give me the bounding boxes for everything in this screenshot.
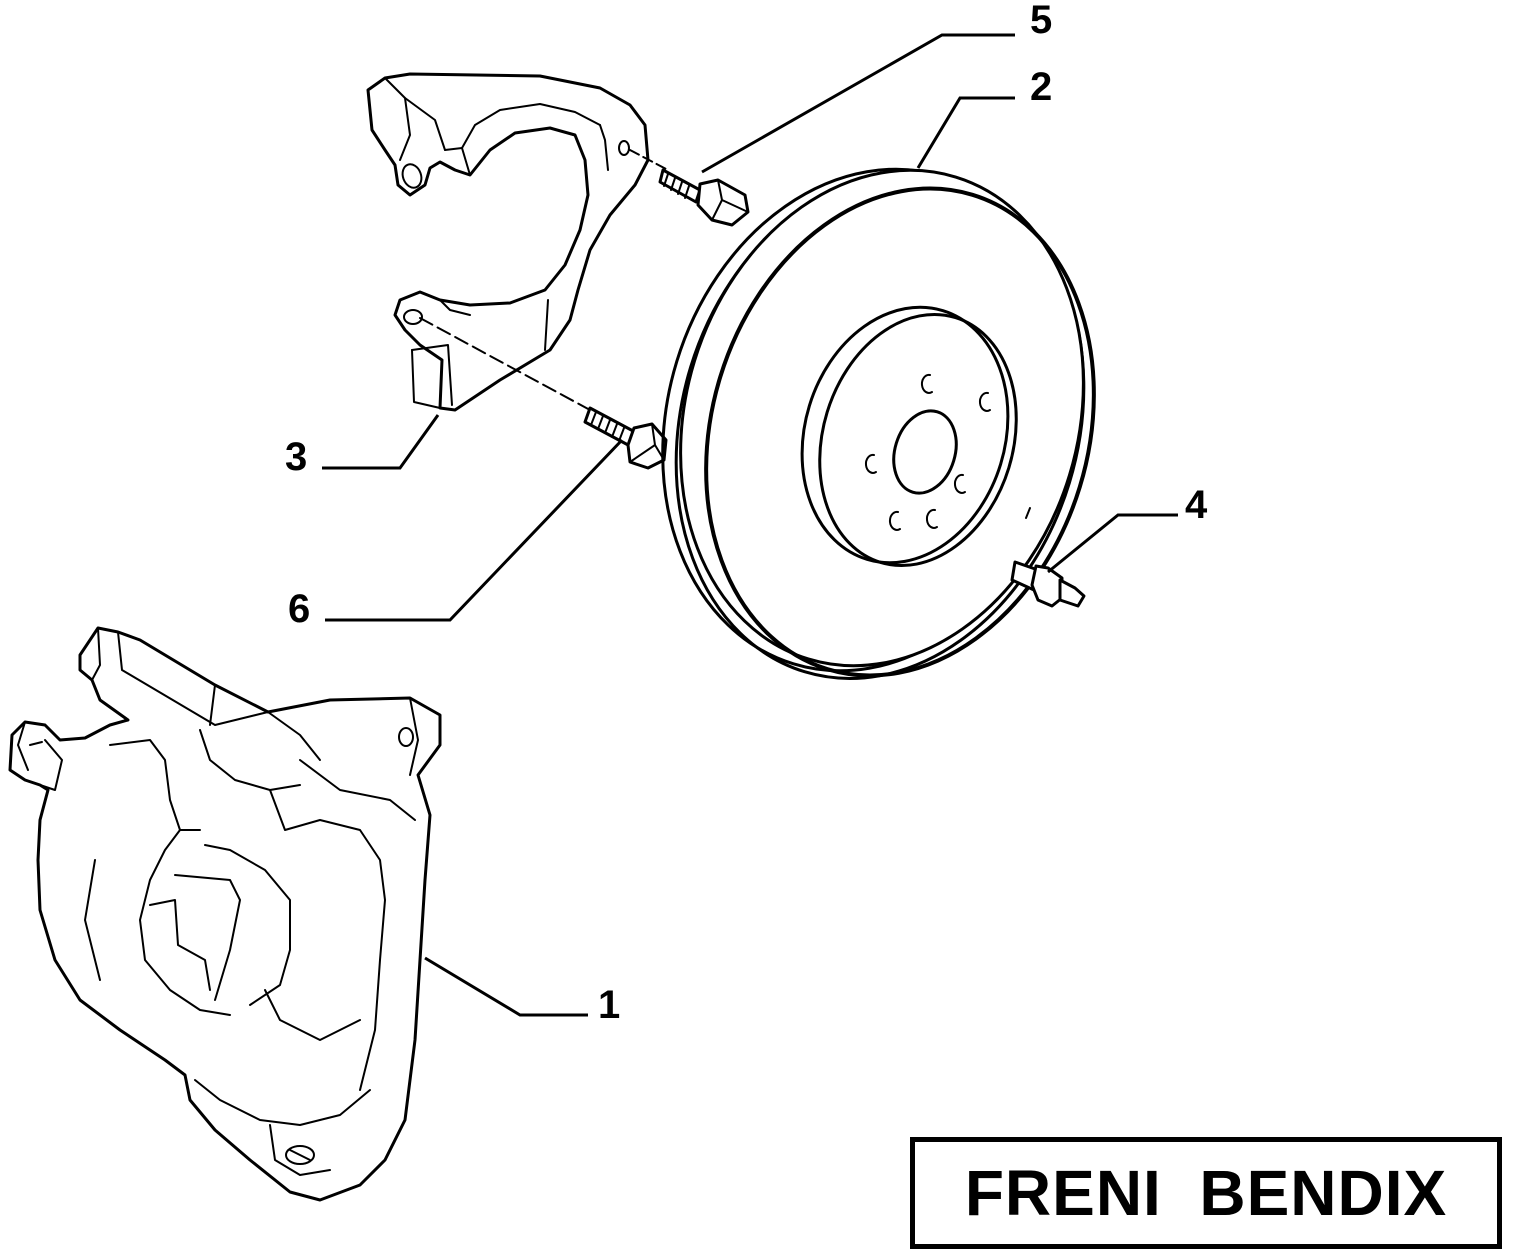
callout-label-5: 5 [1030, 0, 1052, 42]
brand-label-box: FRENI BENDIX [910, 1137, 1502, 1249]
bolt-part-6 [583, 406, 668, 470]
brake-disc-part-2 [661, 167, 1096, 680]
leader-6 [325, 438, 624, 622]
locating-screw-part-4 [1010, 560, 1086, 608]
leader-3 [322, 414, 440, 470]
callout-label-6: 6 [288, 587, 310, 631]
callout-label-3: 3 [285, 435, 307, 479]
leader-4 [1047, 513, 1178, 574]
callout-label-2: 2 [1030, 65, 1052, 109]
bolt-part-5 [658, 168, 750, 227]
callout-leaders [322, 33, 1178, 1017]
dust-shield-part-3 [366, 72, 650, 412]
callout-label-1: 1 [598, 983, 620, 1027]
callout-label-4: 4 [1185, 483, 1208, 527]
leader-5 [701, 33, 1015, 174]
brake-caliper-part-1 [8, 626, 442, 1202]
leader-1 [424, 956, 588, 1017]
brand-label: FRENI BENDIX [964, 1157, 1448, 1229]
leader-2 [916, 96, 1015, 169]
